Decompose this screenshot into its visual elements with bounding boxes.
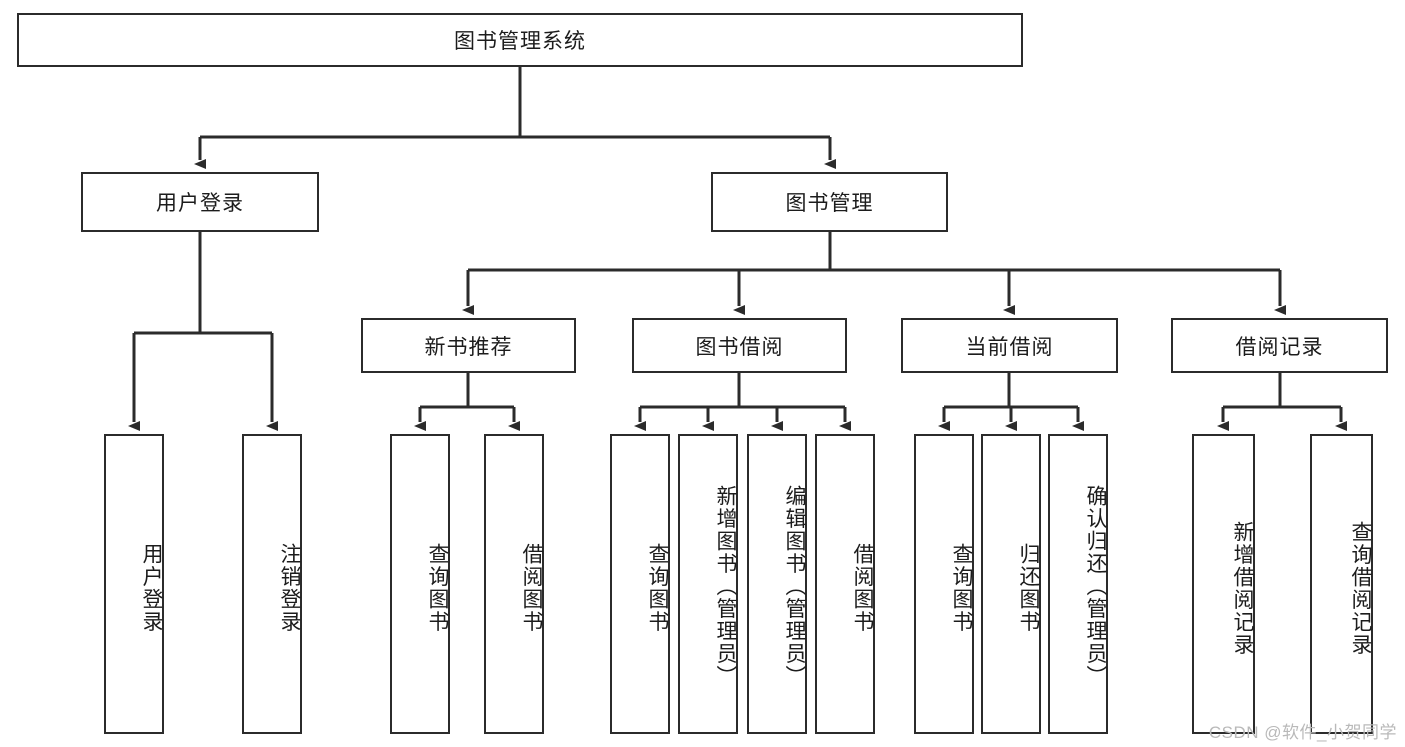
leaf-logout[interactable]: 注销登录 <box>242 434 302 734</box>
node-new-book-recommend-label: 新书推荐 <box>424 335 513 359</box>
node-book-management-label: 图书管理 <box>785 192 874 215</box>
leaf-query-borrow-record[interactable]: 查询借阅记录 <box>1310 434 1373 734</box>
node-book-borrow-label: 图书借阅 <box>695 335 784 359</box>
leaf-query-books-borrow[interactable]: 查询图书 <box>610 434 670 734</box>
leaf-query-books-recommend-label: 查询图书 <box>426 543 449 633</box>
node-current-borrow[interactable]: 当前借阅 <box>901 318 1118 373</box>
node-user-login[interactable]: 用户登录 <box>81 172 319 232</box>
leaf-borrow-books-recommend-label: 借阅图书 <box>520 543 543 633</box>
leaf-logout-label: 注销登录 <box>278 543 301 633</box>
node-borrow-records-label: 借阅记录 <box>1235 335 1324 359</box>
node-book-management[interactable]: 图书管理 <box>711 172 948 232</box>
leaf-query-books-recommend[interactable]: 查询图书 <box>390 434 450 734</box>
leaf-query-books-current[interactable]: 查询图书 <box>914 434 974 734</box>
leaf-user-login-label: 用户登录 <box>140 543 163 633</box>
leaf-return-books-label: 归还图书 <box>1017 543 1040 633</box>
leaf-add-book-admin[interactable]: 新增图书（管理员） <box>678 434 738 734</box>
leaf-query-books-current-label: 查询图书 <box>950 543 973 633</box>
leaf-query-books-borrow-label: 查询图书 <box>646 543 669 633</box>
leaf-borrow-books-label: 借阅图书 <box>851 543 874 633</box>
leaf-add-book-admin-label: 新增图书（管理员） <box>714 484 737 688</box>
node-borrow-records[interactable]: 借阅记录 <box>1171 318 1388 373</box>
leaf-return-books[interactable]: 归还图书 <box>981 434 1041 734</box>
leaf-user-login[interactable]: 用户登录 <box>104 434 164 734</box>
node-user-login-label: 用户登录 <box>156 192 244 215</box>
node-book-borrow[interactable]: 图书借阅 <box>632 318 847 373</box>
leaf-confirm-return-admin-label: 确认归还（管理员） <box>1084 484 1107 688</box>
node-new-book-recommend[interactable]: 新书推荐 <box>361 318 576 373</box>
leaf-edit-book-admin-label: 编辑图书（管理员） <box>783 484 806 688</box>
node-root-label: 图书管理系统 <box>454 30 586 53</box>
leaf-borrow-books[interactable]: 借阅图书 <box>815 434 875 734</box>
csdn-watermark: CSDN @软件_小贺同学 <box>1208 723 1397 742</box>
leaf-confirm-return-admin[interactable]: 确认归还（管理员） <box>1048 434 1108 734</box>
node-current-borrow-label: 当前借阅 <box>965 335 1054 359</box>
leaf-query-borrow-record-label: 查询借阅记录 <box>1349 520 1372 656</box>
leaf-borrow-books-recommend[interactable]: 借阅图书 <box>484 434 544 734</box>
node-root[interactable]: 图书管理系统 <box>17 13 1023 67</box>
leaf-add-borrow-record[interactable]: 新增借阅记录 <box>1192 434 1255 734</box>
leaf-edit-book-admin[interactable]: 编辑图书（管理员） <box>747 434 807 734</box>
leaf-add-borrow-record-label: 新增借阅记录 <box>1231 520 1254 656</box>
